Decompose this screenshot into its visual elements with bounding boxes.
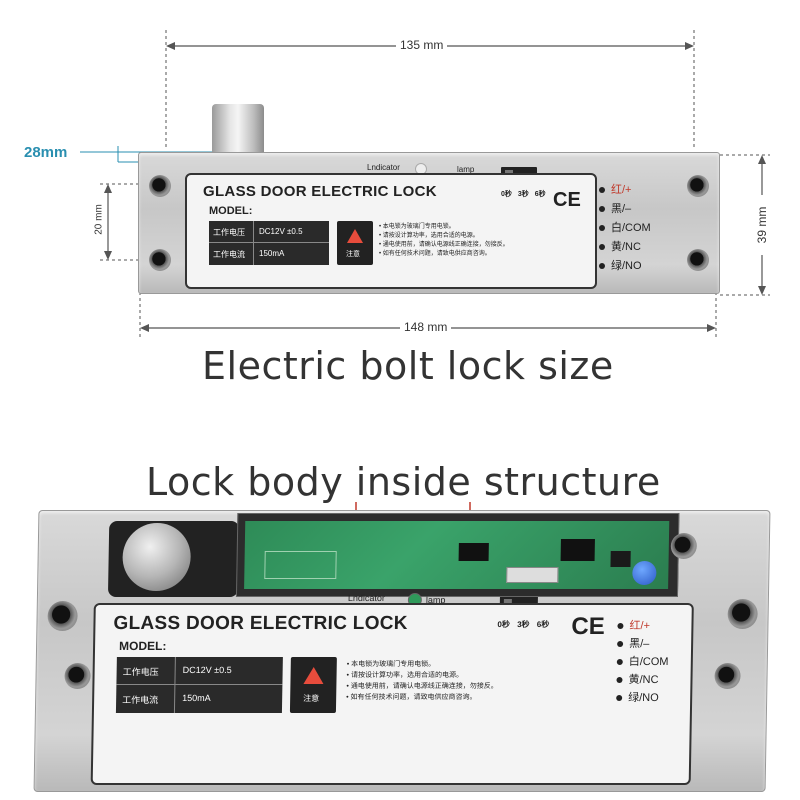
indicator-label: Lndicator xyxy=(367,163,400,172)
notes-list: • 本电锁为玻璃门专用电锁。 • 请按设计算功率，选用合适的电源。 • 通电使用… xyxy=(346,659,498,703)
spec-table: 工作电压 DC12V ±0.5 工作电流 150mA xyxy=(115,657,283,713)
component-strip xyxy=(264,551,337,579)
dot-icon xyxy=(616,695,623,702)
length-148-label: 148 mm xyxy=(400,320,452,334)
note-item: • 本电锁为玻璃门专用电锁。 xyxy=(379,224,455,230)
screw-icon xyxy=(149,175,171,197)
capacitor-icon xyxy=(632,561,657,585)
label-plate: GLASS DOOR ELECTRIC LOCK MODEL: 工作电压 DC1… xyxy=(90,603,694,785)
wire-yellow: 黄/NC xyxy=(616,671,668,689)
wire-white: 白/COM xyxy=(599,219,651,238)
note-item: • 如有任何技术问题，请致电供应商咨询。 xyxy=(346,694,477,701)
transistor-icon xyxy=(610,551,631,567)
wire-green: 绿/NO xyxy=(599,257,651,276)
model-label: MODEL: xyxy=(118,639,167,653)
wire-legend: 红/+ 黑/– 白/COM 黄/NC 绿/NO xyxy=(616,617,669,707)
screw-icon xyxy=(727,599,758,629)
ce-mark: CE xyxy=(553,189,581,211)
lock-body-bottom: Lndicator lamp GLASS DOOR ELECTRIC LOCK … xyxy=(33,510,771,792)
delay-labels: 0秒 3秒 6秒 xyxy=(501,189,546,199)
ce-mark: CE xyxy=(571,613,606,640)
note-item: • 如有任何技术问题，请致电供应商咨询。 xyxy=(379,251,491,257)
delay-labels: 0秒 3秒 6秒 xyxy=(497,619,549,630)
wire-green: 绿/NO xyxy=(616,689,668,707)
model-label: MODEL: xyxy=(209,205,253,217)
wire-white: 白/COM xyxy=(616,653,669,671)
dot-icon xyxy=(599,244,605,251)
dot-icon xyxy=(617,623,624,630)
delay-0s-label: 0秒 xyxy=(501,191,512,198)
caption-size: Electric bolt lock size xyxy=(202,344,614,388)
height-39mm-label: 39 mm xyxy=(755,195,769,255)
dimension-drawing: 135 mm 28mm 20 mm 39 mm 148 mm Lndicator… xyxy=(0,0,800,340)
spec-current-value: 150mA xyxy=(259,249,285,258)
note-item: • 请按设计算功率，选用合适的电源。 xyxy=(379,233,479,239)
delay-0s-label: 0秒 xyxy=(497,620,510,629)
screw-icon xyxy=(47,601,78,631)
spec-current-value: 150mA xyxy=(182,693,211,703)
screw-icon xyxy=(670,533,698,559)
wire-red: 红/+ xyxy=(617,617,669,635)
notes-list: • 本电锁为玻璃门专用电锁。 • 请按设计算功率，选用合适的电源。 • 通电使用… xyxy=(379,223,509,259)
warning-box: 注意 xyxy=(289,657,337,713)
note-item: • 请按设计算功率，选用合适的电源。 xyxy=(346,672,464,679)
dot-icon xyxy=(599,263,605,270)
screw-icon xyxy=(687,175,709,197)
bolt-28mm-label: 28mm xyxy=(24,144,68,161)
brand-title: GLASS DOOR ELECTRIC LOCK xyxy=(203,183,437,200)
wire-black: 黑/– xyxy=(599,200,651,219)
warning-label: 注意 xyxy=(303,694,320,703)
brand-title: GLASS DOOR ELECTRIC LOCK xyxy=(113,613,408,634)
wire-legend: 红/+ 黑/– 白/COM 黄/NC 绿/NO xyxy=(599,181,651,276)
spacing-20mm-label: 20 mm xyxy=(93,204,105,235)
dot-icon xyxy=(617,641,624,648)
spec-current-label: 工作电流 xyxy=(213,250,245,259)
chip-icon xyxy=(560,539,595,561)
wire-red: 红/+ xyxy=(599,181,651,200)
indicator-label: Lndicator xyxy=(347,593,386,603)
dot-icon xyxy=(599,187,605,194)
dot-icon xyxy=(599,206,605,213)
label-plate: GLASS DOOR ELECTRIC LOCK MODEL: 工作电压 DC1… xyxy=(185,173,597,289)
warning-box: 注意 xyxy=(337,221,373,265)
dot-icon xyxy=(599,225,605,232)
dot-icon xyxy=(616,677,623,684)
width-135-label: 135 mm xyxy=(396,38,448,52)
circuit-board xyxy=(244,521,670,589)
relay-icon xyxy=(506,567,559,583)
warning-label: 注意 xyxy=(346,251,360,258)
note-item: • 通电使用前，请确认电源线正确连接，勿接反。 xyxy=(346,683,498,690)
lamp-label: lamp xyxy=(457,165,475,174)
screw-icon xyxy=(149,249,171,271)
screw-icon xyxy=(687,249,709,271)
bolt-cylinder xyxy=(212,104,264,154)
chip-icon xyxy=(458,543,489,561)
spec-current-label: 工作电流 xyxy=(122,695,159,705)
warning-triangle-icon xyxy=(347,229,363,243)
note-item: • 本电锁为玻璃门专用电锁。 xyxy=(346,661,436,668)
spec-voltage-label: 工作电压 xyxy=(122,667,159,677)
dot-icon xyxy=(616,659,623,666)
spec-table: 工作电压 DC12V ±0.5 工作电流 150mA xyxy=(209,221,329,265)
caption-structure: Lock body inside structure xyxy=(146,460,661,504)
wire-yellow: 黄/NC xyxy=(599,238,651,257)
warning-triangle-icon xyxy=(303,667,324,684)
delay-6s-label: 6秒 xyxy=(536,620,550,629)
screw-icon xyxy=(64,663,91,689)
delay-3s-label: 3秒 xyxy=(517,191,529,198)
lock-body-top: Lndicator lamp GLASS DOOR ELECTRIC LOCK … xyxy=(138,152,720,294)
spec-voltage-label: 工作电压 xyxy=(213,228,245,237)
wire-black: 黑/– xyxy=(617,635,669,653)
delay-3s-label: 3秒 xyxy=(517,620,530,629)
spec-voltage-value: DC12V ±0.5 xyxy=(259,227,303,236)
note-item: • 通电使用前，请确认电源线正确连接，勿接反。 xyxy=(379,242,509,248)
delay-6s-label: 6秒 xyxy=(534,191,546,198)
spec-voltage-value: DC12V ±0.5 xyxy=(182,665,232,675)
screw-icon xyxy=(714,663,741,689)
